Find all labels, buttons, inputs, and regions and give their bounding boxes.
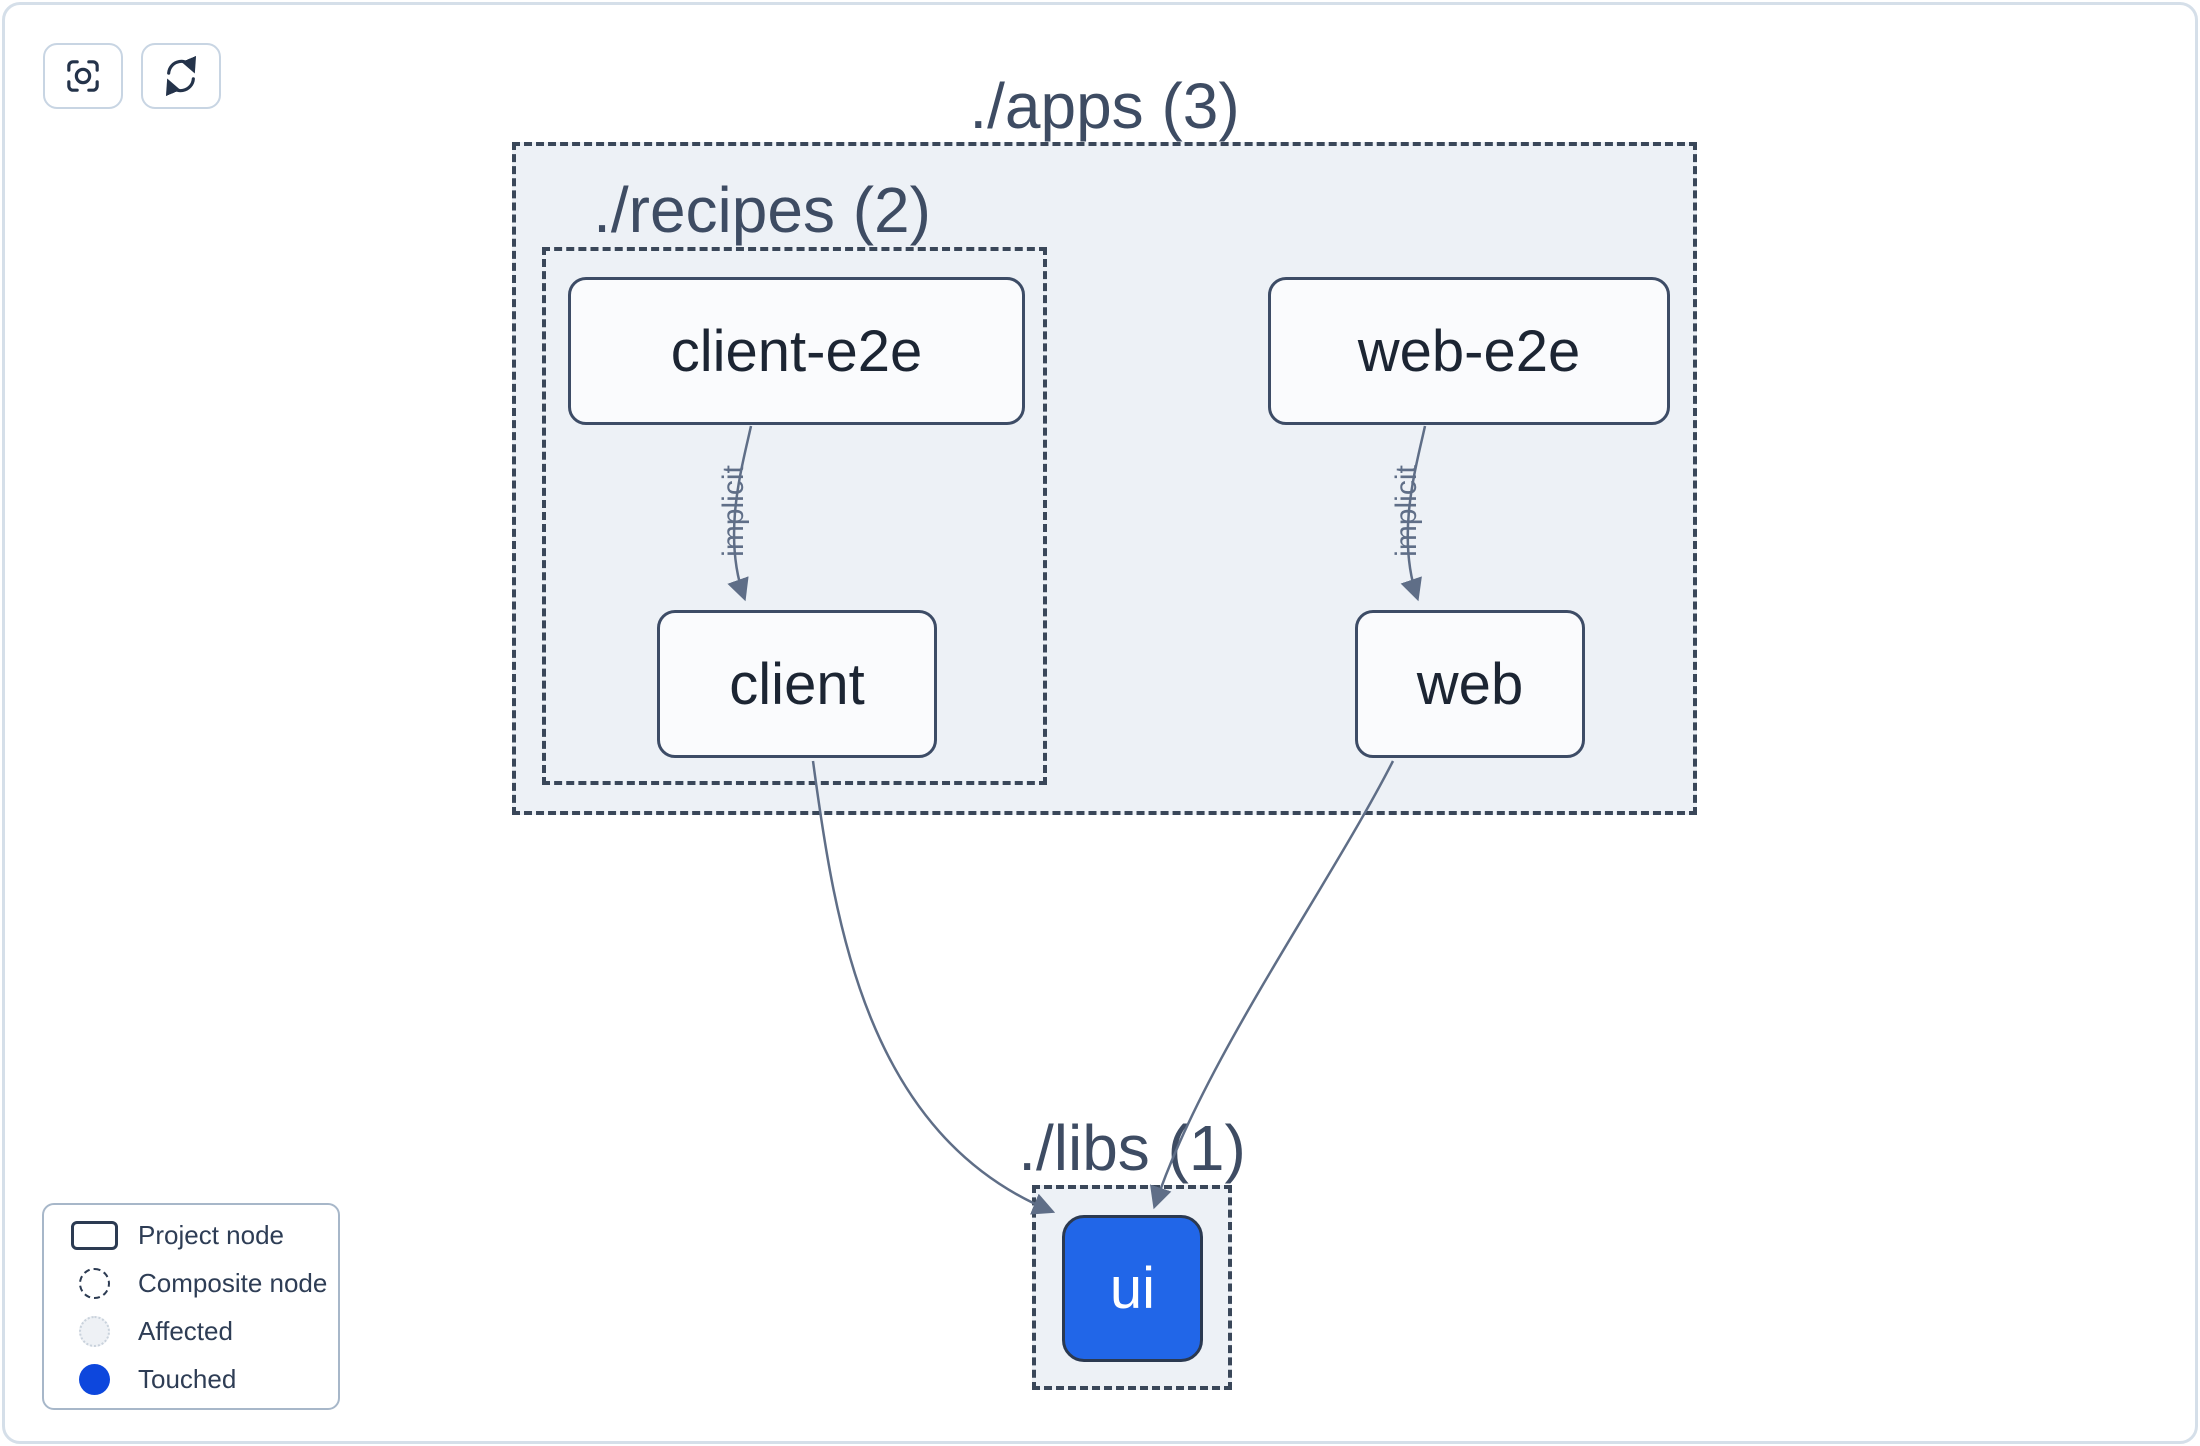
edge-layer [727, 425, 1427, 1215]
legend-label: Project node [138, 1219, 284, 1250]
edge-label-implicit-web: implicit [1390, 465, 1423, 557]
composite-node-swatch-icon [78, 1267, 110, 1299]
refresh-button[interactable] [141, 43, 221, 109]
legend-item-composite-node: Composite node [64, 1267, 338, 1299]
node-web-e2e[interactable]: web-e2e [1268, 277, 1670, 425]
edge-web-to-ui[interactable] [1150, 760, 1395, 1210]
edge-client-e2e-to-client[interactable] [727, 425, 753, 602]
node-web[interactable]: web [1355, 610, 1585, 758]
node-label-web: web [1416, 651, 1524, 717]
group-title-libs: ./libs (1) [1018, 1112, 1246, 1184]
legend-label: Touched [138, 1363, 237, 1394]
node-client-e2e[interactable]: client-e2e [568, 277, 1025, 425]
focus-icon [63, 56, 103, 96]
node-label-client: client [729, 651, 865, 717]
group-title-apps: ./apps (3) [969, 70, 1240, 142]
refresh-icon [161, 56, 201, 96]
legend-item-touched: Touched [64, 1363, 338, 1395]
focus-button[interactable] [43, 43, 123, 109]
legend-label: Composite node [138, 1267, 328, 1298]
node-client[interactable]: client [657, 610, 937, 758]
edge-web-e2e-to-web[interactable] [1400, 425, 1427, 602]
affected-swatch-icon [78, 1315, 110, 1347]
legend: Project node Composite node Affected Tou… [42, 1203, 340, 1410]
node-label-ui: ui [1109, 1256, 1156, 1321]
edge-label-implicit-client: implicit [717, 465, 750, 557]
node-label-web-e2e: web-e2e [1357, 318, 1581, 384]
edge-client-to-ui[interactable] [811, 760, 1056, 1215]
project-node-swatch-icon [70, 1220, 118, 1250]
legend-label: Affected [138, 1315, 233, 1346]
legend-item-project-node: Project node [64, 1220, 338, 1250]
touched-swatch-icon [78, 1363, 110, 1395]
node-label-client-e2e: client-e2e [670, 318, 923, 384]
node-ui[interactable]: ui [1062, 1215, 1203, 1362]
group-title-recipes: ./recipes (2) [593, 174, 931, 246]
legend-item-affected: Affected [64, 1315, 338, 1347]
